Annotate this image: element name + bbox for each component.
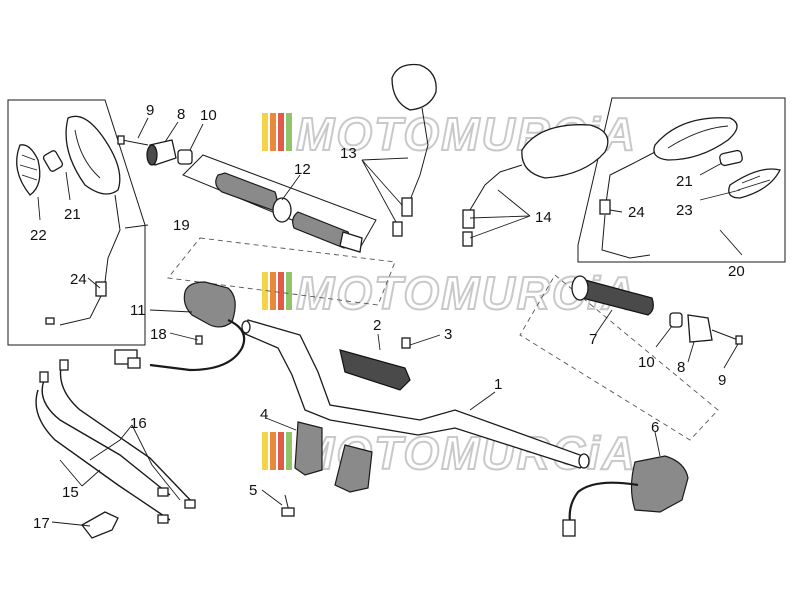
callout-20: 20 — [728, 263, 745, 280]
callout-9-right: 9 — [718, 372, 726, 389]
callout-22: 22 — [30, 227, 47, 244]
left-mirror-connector — [95, 281, 107, 297]
left-indicator-lens — [16, 144, 41, 196]
right-mirror-connector — [599, 199, 611, 215]
handlebar-clamp-lower — [281, 421, 373, 517]
left-switch-connector-2 — [127, 357, 141, 369]
watermark-stripe — [286, 272, 292, 310]
left-grip — [215, 172, 278, 211]
left-switch-housing — [183, 281, 236, 328]
callout-1: 1 — [494, 376, 502, 393]
left-mirror-plug — [45, 317, 55, 325]
center-left-mirror — [391, 63, 437, 237]
right-indicator-lens — [728, 168, 781, 199]
watermark-middle: MOTOMURCiA — [262, 266, 636, 320]
callout-3: 3 — [444, 326, 452, 343]
clamp-lower-screw — [281, 507, 295, 517]
right-mirror-head — [653, 117, 738, 161]
bar-end-bolt — [117, 135, 125, 145]
watermark-stripe — [262, 432, 268, 470]
callout-21-left: 21 — [64, 206, 81, 223]
clamp-screw — [401, 337, 411, 349]
callout-16: 16 — [130, 415, 147, 432]
watermark-stripe — [278, 113, 284, 151]
watermark-stripe — [286, 113, 292, 151]
right-bar-end-bolt — [735, 335, 743, 345]
right-throttle-grip-group — [571, 275, 743, 345]
center-left-mirror-adapter — [401, 197, 413, 217]
watermark-stripe — [270, 432, 276, 470]
handlebar-clamp-top — [339, 337, 411, 391]
callout-24-left: 24 — [70, 271, 87, 288]
watermark-stripe — [262, 113, 268, 151]
callout-21-right: 21 — [676, 173, 693, 190]
left-indicator-bulb — [42, 150, 64, 172]
callout-2: 2 — [373, 317, 381, 334]
center-right-mirror — [462, 124, 609, 247]
callout-13: 13 — [340, 145, 357, 162]
center-right-mirror-adapter — [462, 209, 475, 229]
callout-17: 17 — [33, 515, 50, 532]
callout-15: 15 — [62, 484, 79, 501]
watermark-stripe — [278, 432, 284, 470]
right-bar-end-weight — [687, 314, 713, 343]
left-grip-flange — [272, 197, 292, 223]
leader-lines — [37, 117, 743, 527]
grips-kit-group — [182, 154, 377, 253]
callout-9-left: 9 — [146, 102, 154, 119]
right-indicator-bulb — [719, 149, 743, 167]
left-mirror-head — [65, 115, 121, 195]
callout-12: 12 — [294, 161, 311, 178]
callout-4: 4 — [260, 406, 268, 423]
callout-8-right: 8 — [677, 359, 685, 376]
left-bar-end-assembly — [117, 135, 193, 166]
watermark-stripe — [278, 272, 284, 310]
watermark-stripe — [286, 432, 292, 470]
watermark-stripe — [270, 113, 276, 151]
watermark-stripe — [270, 272, 276, 310]
callout-24-right: 24 — [628, 204, 645, 221]
handlebar-group — [241, 274, 719, 469]
left-switch-screw — [195, 335, 203, 345]
callout-11: 11 — [130, 302, 146, 319]
right-bar-end-spacer — [669, 312, 683, 328]
callout-8-left: 8 — [177, 106, 185, 123]
right-switch-group — [562, 455, 689, 537]
center-right-mirror-nut — [462, 231, 473, 247]
callout-5: 5 — [249, 482, 257, 499]
cable-bracket — [81, 511, 119, 539]
watermark-stripe — [262, 272, 268, 310]
left-mirror-kit-group — [7, 99, 146, 346]
callout-19: 19 — [173, 217, 190, 234]
left-switch-group — [114, 237, 396, 372]
throttle-cables-group — [35, 359, 196, 539]
callout-7: 7 — [589, 331, 597, 348]
bar-end-spacer — [177, 149, 193, 165]
center-left-mirror-nut — [392, 221, 403, 237]
right-mirror-kit-group — [577, 97, 786, 263]
callout-10-right: 10 — [638, 354, 655, 371]
handlebar — [242, 319, 590, 469]
callout-labels: 9 8 10 12 13 14 19 22 21 24 24 21 23 20 … — [30, 102, 745, 532]
callout-14: 14 — [535, 209, 552, 226]
right-switch-connector — [562, 519, 576, 537]
callout-10-left: 10 — [200, 107, 217, 124]
callout-18: 18 — [150, 326, 167, 343]
callout-23: 23 — [676, 202, 693, 219]
right-switch-housing — [630, 455, 689, 513]
callout-6: 6 — [651, 419, 659, 436]
